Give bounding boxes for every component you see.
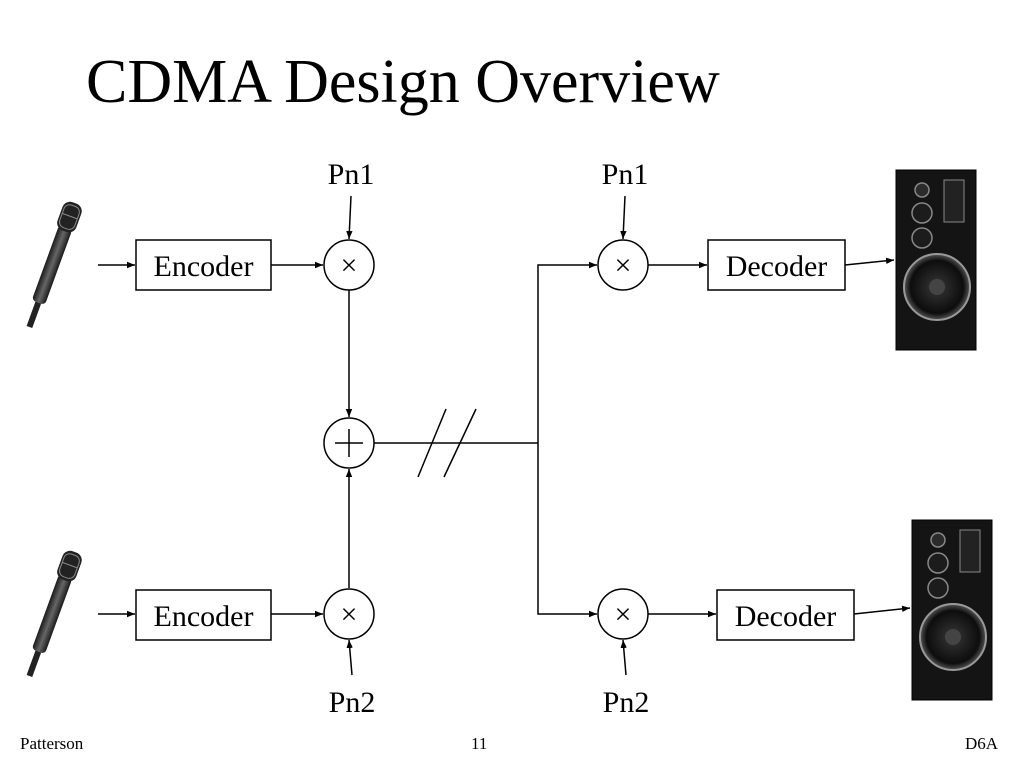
decoder-top-block: Decoder xyxy=(707,239,846,291)
multiplier-tx-top-symbol: × xyxy=(341,249,358,282)
decoder-top-label: Decoder xyxy=(726,250,828,283)
arrow-channel-to-rx-top xyxy=(537,261,597,443)
speaker-bottom-icon xyxy=(911,519,993,701)
footer-author: Patterson xyxy=(20,734,84,753)
multiplier-rx-top-node: × xyxy=(597,239,649,291)
arrow-pn2-to-multiplier-tx xyxy=(346,639,353,676)
arrow-pn1-to-multiplier-rx xyxy=(620,195,627,240)
decoder-bottom-label: Decoder xyxy=(735,600,837,633)
decoder-bottom-block: Decoder xyxy=(716,589,855,641)
pn-rx-top-label: Pn1 xyxy=(602,158,649,191)
pn-tx-top-label: Pn1 xyxy=(328,158,375,191)
footer-page-number: 11 xyxy=(471,734,488,753)
encoder-bottom-block: Encoder xyxy=(135,589,272,641)
arrow-decoder-to-speaker-bottom xyxy=(853,605,911,615)
pn-rx-bottom-label: Pn2 xyxy=(603,686,650,719)
speaker-top-icon xyxy=(895,169,977,351)
channel-break-mark-1 xyxy=(417,408,447,478)
arrow-pn2-to-multiplier-rx xyxy=(620,639,627,676)
encoder-bottom-label: Encoder xyxy=(154,600,254,633)
multiplier-rx-bottom-node: × xyxy=(597,588,649,640)
arrow-channel-to-rx-bottom xyxy=(537,443,597,618)
encoder-top-label: Encoder xyxy=(154,250,254,283)
channel-break-mark-2 xyxy=(443,408,477,478)
multiplier-rx-bottom-symbol: × xyxy=(615,598,632,631)
pn-tx-bottom-label: Pn2 xyxy=(329,686,376,719)
encoder-top-block: Encoder xyxy=(135,239,272,291)
multiplier-rx-top-symbol: × xyxy=(615,249,632,282)
multiplier-tx-bottom-node: × xyxy=(323,588,375,640)
multiplier-tx-top-node: × xyxy=(323,239,375,291)
microphone-bottom-icon xyxy=(26,550,82,678)
microphone-top-icon xyxy=(26,201,82,329)
arrow-decoder-to-speaker-top xyxy=(844,257,895,266)
slide-title: CDMA Design Overview xyxy=(86,48,720,116)
footer-slide-id: D6A xyxy=(964,734,998,753)
arrow-pn1-to-multiplier-tx xyxy=(346,195,353,240)
summing-node xyxy=(323,417,375,469)
multiplier-tx-bottom-symbol: × xyxy=(341,598,358,631)
